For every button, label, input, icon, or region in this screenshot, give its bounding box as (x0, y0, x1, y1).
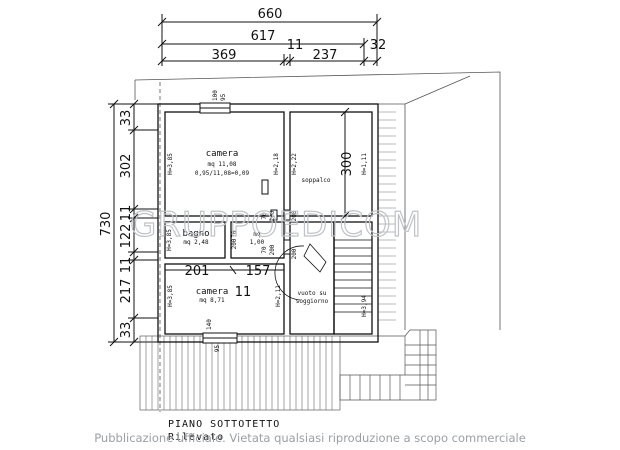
label-win-top-1: 100 (212, 90, 219, 101)
room-soppalco-height-right: H=1,11 (361, 153, 368, 175)
dim-inner-11: 11 (235, 285, 252, 300)
label-door-5: 70 (231, 230, 238, 238)
label-h218: H=2,18 (273, 153, 280, 175)
room-camera-top-name: camera (206, 149, 239, 159)
room-camera-top-area: mq 11,08 (208, 161, 237, 168)
windows (199, 102, 238, 344)
room-vuoto-line1: vuoto su (298, 290, 327, 297)
exterior-stair (339, 329, 437, 401)
label-mid-mq: mq (253, 231, 261, 238)
room-camera-bottom-name: camera (196, 287, 229, 297)
room-camera-top-ratio: 0,95/11,08=0,09 (195, 170, 250, 177)
room-vuoto-line2: soggiorno (296, 298, 329, 305)
label-mid-value: 1,00 (250, 239, 265, 246)
left-dimensions (108, 99, 158, 347)
dim-left-d: 122 (119, 224, 134, 249)
walls (157, 103, 379, 343)
dim-top-total: 660 (258, 7, 283, 22)
dim-left-a: 33 (119, 110, 134, 127)
dim-top-d: 32 (370, 38, 387, 53)
dim-top-c: 237 (313, 48, 338, 63)
label-door-1: 70 (261, 212, 268, 220)
top-dimensions (157, 14, 382, 66)
dim-left-f: 217 (119, 279, 134, 304)
dim-left-b: 302 (119, 154, 134, 179)
room-vuoto-height: H=2,11 (275, 285, 282, 307)
label-door-3: 70 (261, 246, 268, 254)
footer-notice: Pubblicazione ufficiale. Vietata qualsia… (94, 431, 526, 445)
plan-title: PIANO SOTTOTETTO (168, 419, 280, 430)
room-camera-bottom-height: H=3,85 (167, 285, 174, 307)
dim-left-e: 11 (119, 257, 134, 274)
dim-left-total: 730 (99, 212, 114, 237)
spiral-stair (274, 239, 372, 313)
label-door-8: 200 (291, 248, 298, 259)
plan-subtitle: Rilevato (168, 432, 224, 443)
label-win-bottom-1: 140 (206, 319, 213, 330)
label-win-bottom-2: 95 (214, 345, 221, 353)
watermark: GRUPPOEDICOM (130, 205, 422, 245)
dim-inner-300: 300 (340, 152, 355, 177)
dim-inner-201: 201 (185, 264, 210, 279)
balcony-hatch-bottom (139, 335, 341, 411)
room-camera-top-height: H=3,85 (167, 153, 174, 175)
dim-top-a: 369 (212, 48, 237, 63)
room-bagno-name: bagno (182, 229, 209, 239)
dim-top-b: 11 (287, 38, 304, 53)
label-stair-height: H=3,94 (361, 295, 368, 317)
room-bagno-area: mq 2,48 (183, 239, 209, 246)
room-camera-bottom-area: mq 8,71 (199, 297, 225, 304)
room-bagno-height: H=3,85 (166, 229, 173, 251)
room-soppalco-name: soppalco (302, 177, 331, 184)
roof-outline (134, 71, 501, 412)
dim-left-g: 33 (119, 322, 134, 339)
label-door-7: 200 (291, 210, 298, 221)
inner-dimensions (165, 107, 350, 275)
label-door-6: 200 (231, 238, 238, 249)
dim-left-c: 11 (119, 205, 134, 222)
label-door-2: 200 (269, 210, 276, 221)
label-win-top-2: 95 (220, 93, 227, 101)
roof-hatch-right (378, 111, 396, 321)
doors (261, 179, 291, 255)
dim-inner-157: 157 (246, 264, 271, 279)
label-door-4: 200 (269, 244, 276, 255)
dim-top-second: 617 (251, 29, 276, 44)
room-soppalco-height-left: H=2,22 (291, 153, 298, 175)
